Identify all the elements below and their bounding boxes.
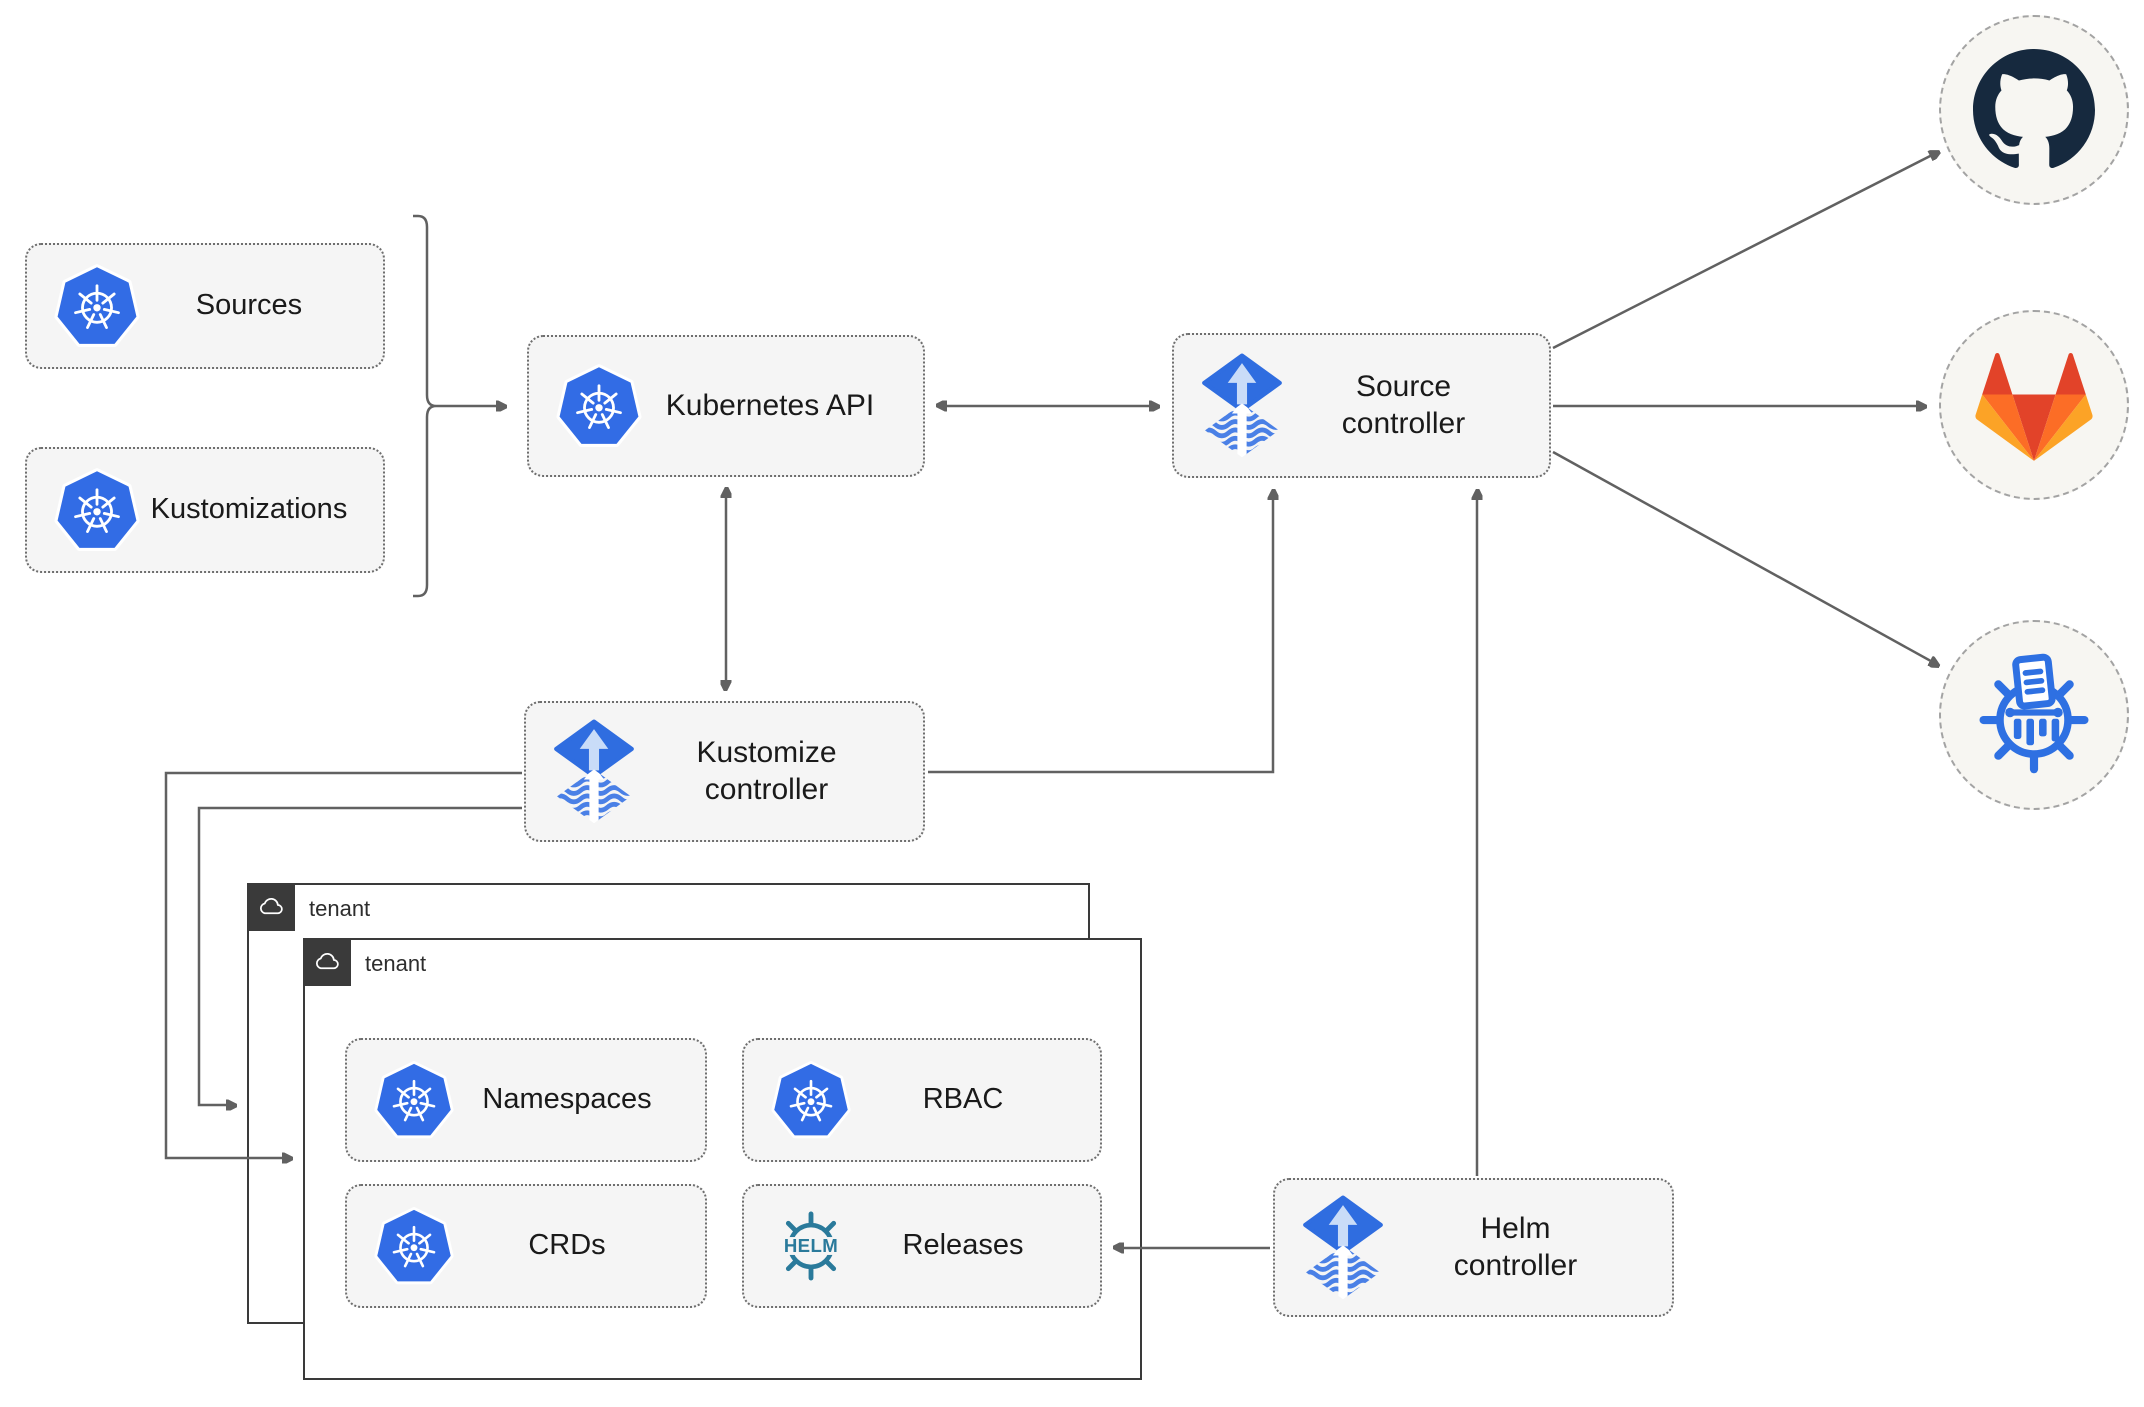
node-label: Kustomize controller xyxy=(636,735,923,808)
node-label: Namespaces xyxy=(482,1083,652,1116)
github-octocat-icon xyxy=(1973,49,2095,168)
flux-icon xyxy=(1200,351,1284,461)
node-kustomize-controller: Kustomize controller xyxy=(524,701,925,842)
node-releases: HELM Releases xyxy=(742,1184,1102,1308)
node-label-line2: controller xyxy=(1341,406,1466,440)
tenant-tag-outer xyxy=(247,883,295,931)
node-sources: Sources xyxy=(25,243,385,369)
harbor-registry-icon xyxy=(1979,653,2089,774)
gitlab-fox-icon xyxy=(1975,352,2093,461)
kubernetes-icon xyxy=(770,1059,852,1141)
helm-wheel-text: HELM xyxy=(784,1235,838,1256)
provider-harbor xyxy=(1939,620,2129,810)
node-label: Releases xyxy=(902,1229,1024,1262)
node-label: CRDs xyxy=(528,1229,606,1262)
kubernetes-icon xyxy=(53,262,141,350)
node-helm-controller: Helm controller xyxy=(1273,1178,1674,1317)
node-crds: CRDs xyxy=(345,1184,707,1308)
arrow-source-to-github xyxy=(1552,152,1938,350)
node-kubernetes-api: Kubernetes API xyxy=(527,335,925,477)
tenant-label: tenant xyxy=(309,896,371,921)
tenant-label: tenant xyxy=(365,951,427,976)
node-label-line1: Source xyxy=(1355,369,1452,403)
kubernetes-icon xyxy=(373,1059,455,1141)
node-label: Kubernetes API xyxy=(665,388,875,422)
helm-icon: HELM xyxy=(780,1211,842,1281)
node-label: Source controller xyxy=(1284,369,1549,442)
node-label-line2: controller xyxy=(1453,1248,1578,1282)
node-rbac: RBAC xyxy=(742,1038,1102,1162)
kubernetes-icon xyxy=(373,1205,455,1287)
node-kustomizations: Kustomizations xyxy=(25,447,385,573)
node-label-line2: controller xyxy=(704,772,829,806)
node-source-controller: Source controller xyxy=(1172,333,1551,478)
bracket-sources-group xyxy=(413,214,437,598)
node-label-line1: Kustomize xyxy=(696,735,837,769)
node-label: Helm controller xyxy=(1385,1211,1672,1284)
kubernetes-icon xyxy=(555,362,643,450)
cloud-icon xyxy=(256,892,286,922)
flux-icon xyxy=(1301,1193,1385,1303)
provider-gitlab xyxy=(1939,310,2129,500)
node-namespaces: Namespaces xyxy=(345,1038,707,1162)
cloud-icon xyxy=(312,947,342,977)
tenant-tag-inner xyxy=(303,938,351,986)
node-label: Kustomizations xyxy=(150,493,348,526)
node-label: Sources xyxy=(195,289,303,322)
kubernetes-icon xyxy=(53,466,141,554)
node-label: RBAC xyxy=(922,1083,1004,1116)
arrow-source-to-harbor xyxy=(1552,450,1938,665)
node-label-line1: Helm xyxy=(1480,1211,1551,1245)
flux-icon xyxy=(552,717,636,827)
arrow-kustomize-to-source xyxy=(928,491,1273,774)
provider-github xyxy=(1939,15,2129,205)
